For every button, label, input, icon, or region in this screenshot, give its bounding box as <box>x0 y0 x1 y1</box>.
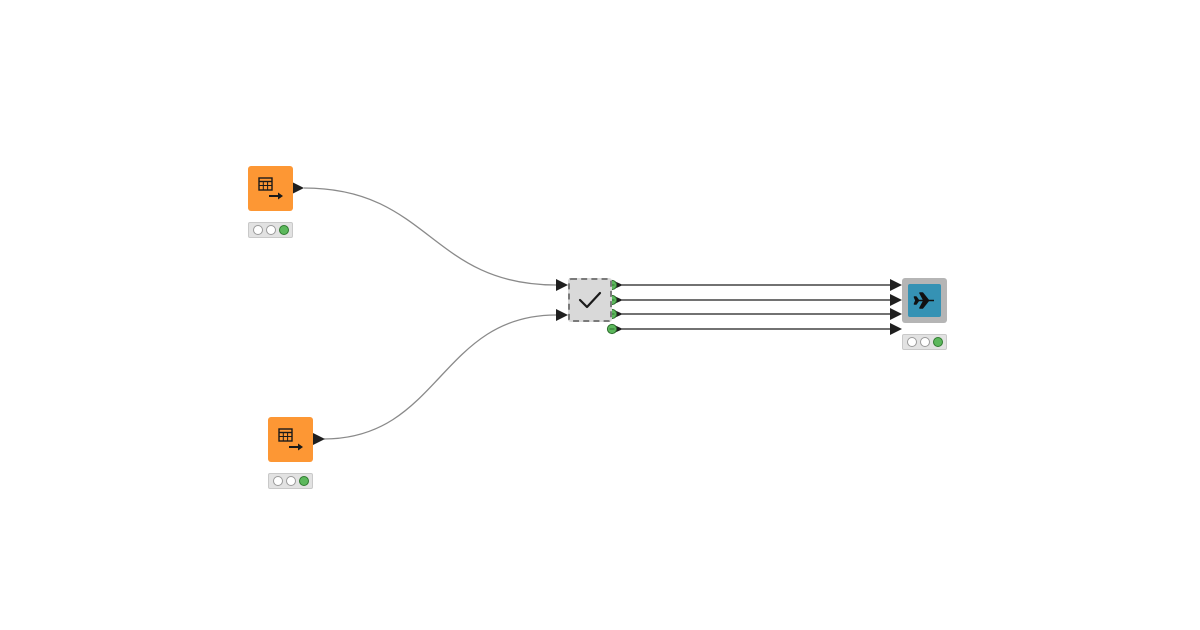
checkmark-icon <box>578 291 602 309</box>
table-arrow-icon <box>258 177 283 200</box>
destination-node[interactable] <box>902 278 947 323</box>
status-light-yellow <box>265 225 276 235</box>
status-light-green <box>932 337 943 347</box>
table-arrow-icon <box>278 428 303 451</box>
status-light-green <box>278 225 289 235</box>
status-light-red <box>272 476 283 486</box>
input-port-destination-3[interactable] <box>890 308 902 320</box>
input-port-destination-4[interactable] <box>890 323 902 335</box>
destination-node-inner <box>908 284 941 317</box>
table-creator-node-1[interactable] <box>248 166 293 211</box>
table-creator-node-2[interactable] <box>268 417 313 462</box>
connection-table-creator-2-to-component[interactable] <box>323 314 557 440</box>
status-traffic-light-1 <box>248 222 293 238</box>
status-light-red <box>252 225 263 235</box>
status-light-green <box>298 476 309 486</box>
input-port-component-2[interactable] <box>556 309 568 321</box>
input-port-destination-1[interactable] <box>890 279 902 291</box>
status-light-yellow <box>285 476 296 486</box>
input-port-component-1[interactable] <box>556 279 568 291</box>
airplane-icon <box>913 292 934 309</box>
status-traffic-light-2 <box>268 473 313 489</box>
status-light-yellow <box>919 337 930 347</box>
output-port-table-creator-2[interactable] <box>313 433 325 445</box>
input-port-destination-2[interactable] <box>890 294 902 306</box>
status-light-red <box>906 337 917 347</box>
status-traffic-light-3 <box>902 334 947 350</box>
connection-table-creator-1-to-component[interactable] <box>303 187 557 286</box>
component-node[interactable] <box>568 278 612 322</box>
output-port-table-creator-1[interactable] <box>292 182 304 194</box>
